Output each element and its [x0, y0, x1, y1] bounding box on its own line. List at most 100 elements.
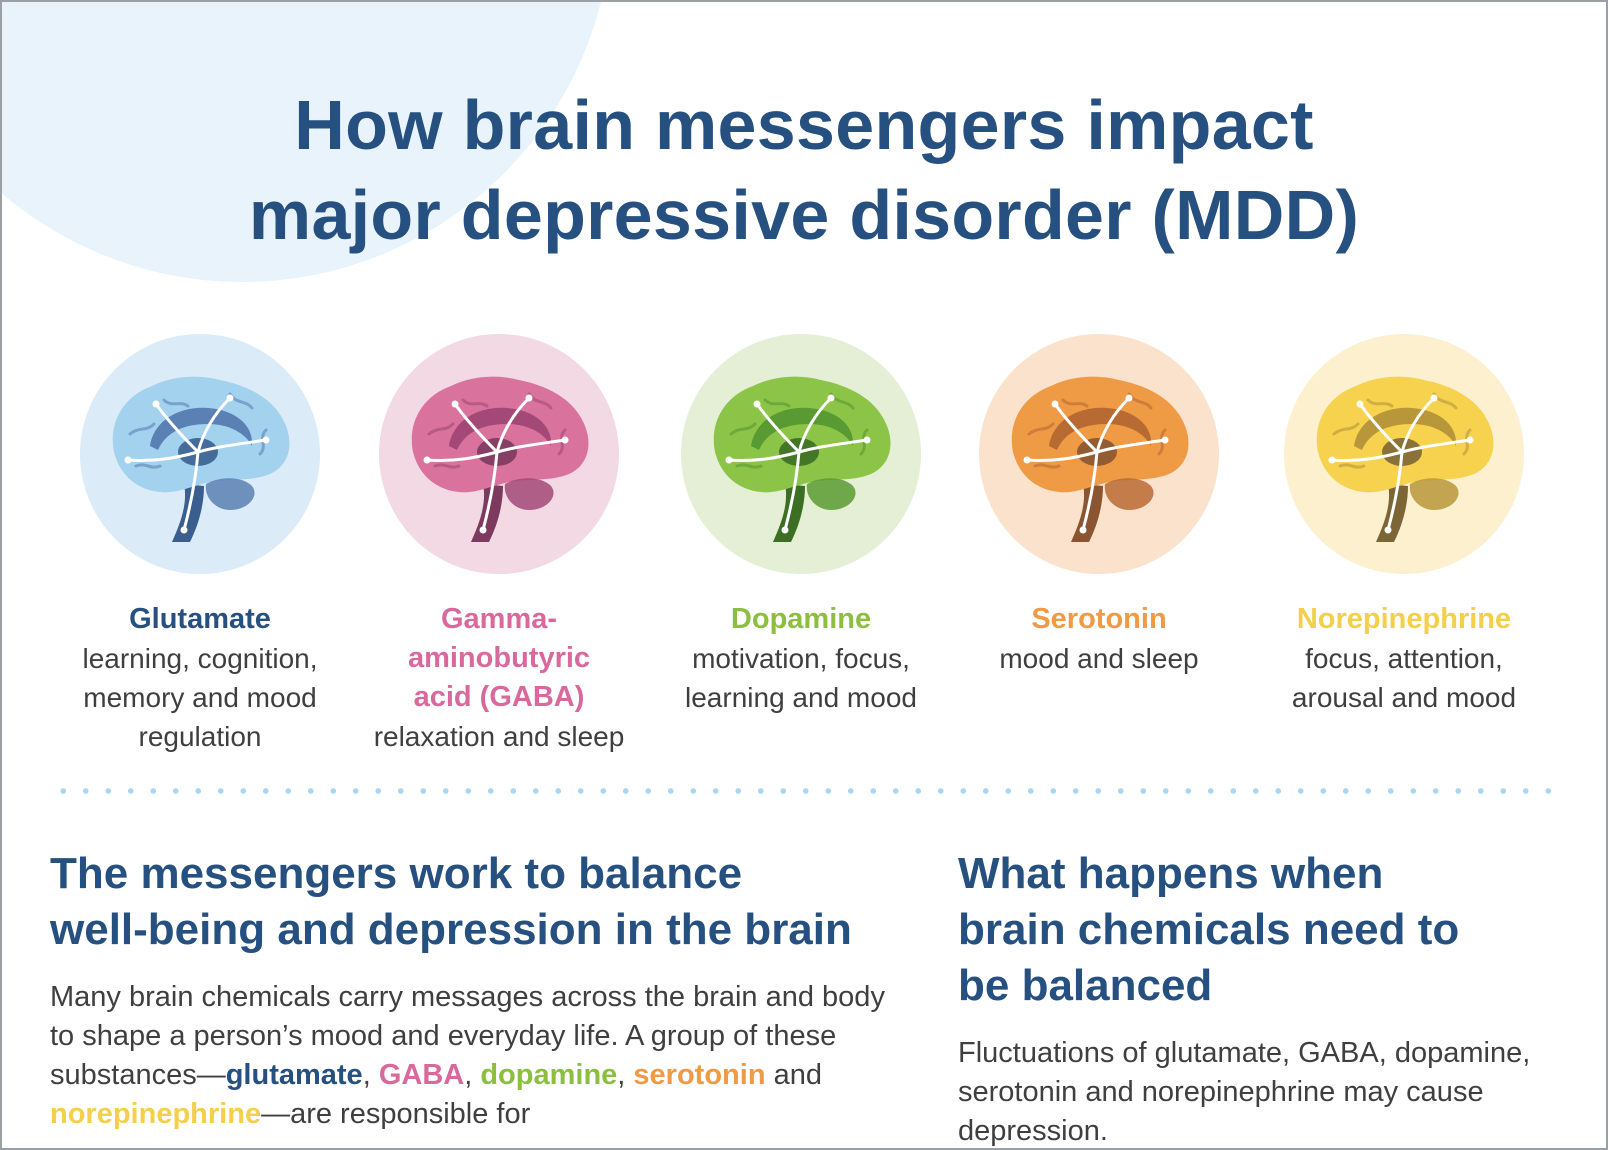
neural-node	[725, 456, 733, 464]
neural-pathway	[1330, 450, 1404, 462]
brain-gyrus	[1338, 463, 1366, 469]
brain-gyrus	[258, 428, 268, 456]
neural-pathway	[727, 450, 801, 462]
neural-pathway	[755, 402, 801, 454]
neural-pathway	[783, 450, 801, 532]
brain-cerebellum	[1409, 478, 1459, 510]
brain-corpus-callosum	[150, 407, 253, 450]
body-text: Many brain chemicals carry messages acro…	[50, 981, 885, 1091]
neural-pathway	[797, 438, 869, 454]
neural-node	[863, 436, 871, 444]
messenger-name: Serotonin	[1031, 603, 1167, 635]
neural-pathway	[797, 396, 833, 454]
neural-pathway	[154, 402, 200, 454]
brain-circle-dopamine	[681, 334, 921, 574]
neural-pathway	[453, 402, 499, 454]
brain-gyrus	[735, 463, 763, 469]
brain-gyrus	[1462, 428, 1472, 456]
brain-circle-glutamate	[80, 334, 320, 574]
neural-pathway	[1095, 396, 1131, 454]
section-title-line: What happens when	[958, 849, 1384, 898]
neural-node	[1384, 526, 1392, 534]
neural-node	[124, 456, 132, 464]
neural-pathway	[481, 450, 499, 532]
brain-gyrus	[461, 398, 489, 408]
messenger-name: Dopamine	[730, 603, 872, 635]
section-body: Fluctuations of glutamate, GABA, dopamin…	[958, 1037, 1531, 1147]
brain-icon	[1011, 376, 1189, 542]
neural-node	[827, 394, 835, 402]
body-text: —are responsible for	[261, 1098, 531, 1130]
neural-node	[781, 526, 789, 534]
brain-gyrus	[1366, 398, 1394, 408]
messenger-description: mood and sleep	[959, 639, 1239, 678]
neural-pathway	[1095, 438, 1167, 454]
brain-corpus-callosum	[1049, 407, 1152, 450]
brain-gyrus	[128, 422, 156, 436]
neural-node	[1356, 400, 1364, 408]
brain-gyrus	[162, 398, 190, 408]
neural-node	[1466, 436, 1474, 444]
brain-gyrus	[1027, 422, 1055, 436]
neural-pathway	[1386, 450, 1404, 532]
brain-icon	[713, 376, 891, 542]
brain-corpus-callosum	[1354, 407, 1457, 450]
brain-gyrus	[1332, 422, 1360, 436]
neural-pathway	[1025, 450, 1099, 462]
keyword-dopamine: dopamine	[480, 1059, 618, 1091]
neural-node	[423, 456, 431, 464]
name-line: Gamma-	[440, 603, 558, 635]
neural-node	[1023, 456, 1031, 464]
page-title-line-2: major depressive disorder (MDD)	[248, 176, 1360, 254]
messengers-row: Glutamate learning, cognition, memory an…	[2, 334, 1606, 754]
brain-gyrus	[134, 463, 162, 469]
neural-node	[180, 526, 188, 534]
section-title-line: The messengers work to balance	[50, 849, 743, 898]
neural-pathway	[1081, 450, 1099, 532]
section-title: What happens when brain chemicals need t…	[958, 846, 1578, 1014]
section-title: The messengers work to balance well-bein…	[50, 846, 910, 958]
description-line: learning and mood	[685, 682, 917, 713]
page-title: How brain messengers impact major depres…	[2, 80, 1606, 260]
brain-circle-gaba	[379, 334, 619, 574]
section-title-line: be balanced	[958, 961, 1213, 1010]
neural-pathway	[495, 438, 567, 454]
body-text: ,	[362, 1059, 379, 1091]
messenger-name: Gamma- aminobutyric acid (GABA)	[359, 600, 639, 717]
name-line: aminobutyric	[407, 642, 591, 674]
brain-cerebellum	[1104, 478, 1154, 510]
brain-icon	[112, 376, 290, 542]
neural-node	[1161, 436, 1169, 444]
body-text: ,	[464, 1059, 481, 1091]
description-line: arousal and mood	[1291, 682, 1517, 713]
brain-gyrus	[427, 422, 455, 436]
neural-node	[1125, 394, 1133, 402]
brain-cerebellum	[504, 478, 554, 510]
messenger-gaba: Gamma- aminobutyric acid (GABA) relaxati…	[359, 334, 639, 756]
keyword-serotonin: serotonin	[633, 1059, 766, 1091]
neural-pathway	[196, 438, 268, 454]
keyword-norepinephrine: norepinephrine	[50, 1098, 262, 1130]
messenger-description: relaxation and sleep	[359, 717, 639, 756]
brain-gyrus	[557, 428, 567, 456]
messenger-name: Norepinephrine	[1296, 603, 1512, 635]
neural-node	[1051, 400, 1059, 408]
neural-node	[1430, 394, 1438, 402]
neural-node	[226, 394, 234, 402]
brain-gyrus	[1157, 428, 1167, 456]
neural-node	[561, 436, 569, 444]
neural-node	[1079, 526, 1087, 534]
messenger-description: learning, cognition, memory and mood reg…	[60, 639, 340, 756]
neural-node	[262, 436, 270, 444]
dotted-divider	[52, 788, 1552, 794]
messenger-dopamine: Dopamine motivation, focus, learning and…	[661, 334, 941, 717]
brain-icon	[411, 376, 589, 542]
messenger-name: Glutamate	[129, 603, 271, 635]
keyword-glutamate: glutamate	[225, 1059, 363, 1091]
section-imbalance: What happens when brain chemicals need t…	[958, 846, 1578, 1148]
description-line: focus, attention,	[1305, 643, 1503, 674]
page-title-line-1: How brain messengers impact	[294, 86, 1314, 164]
neural-pathway	[1358, 402, 1404, 454]
section-body: Many brain chemicals carry messages acro…	[50, 978, 910, 1134]
